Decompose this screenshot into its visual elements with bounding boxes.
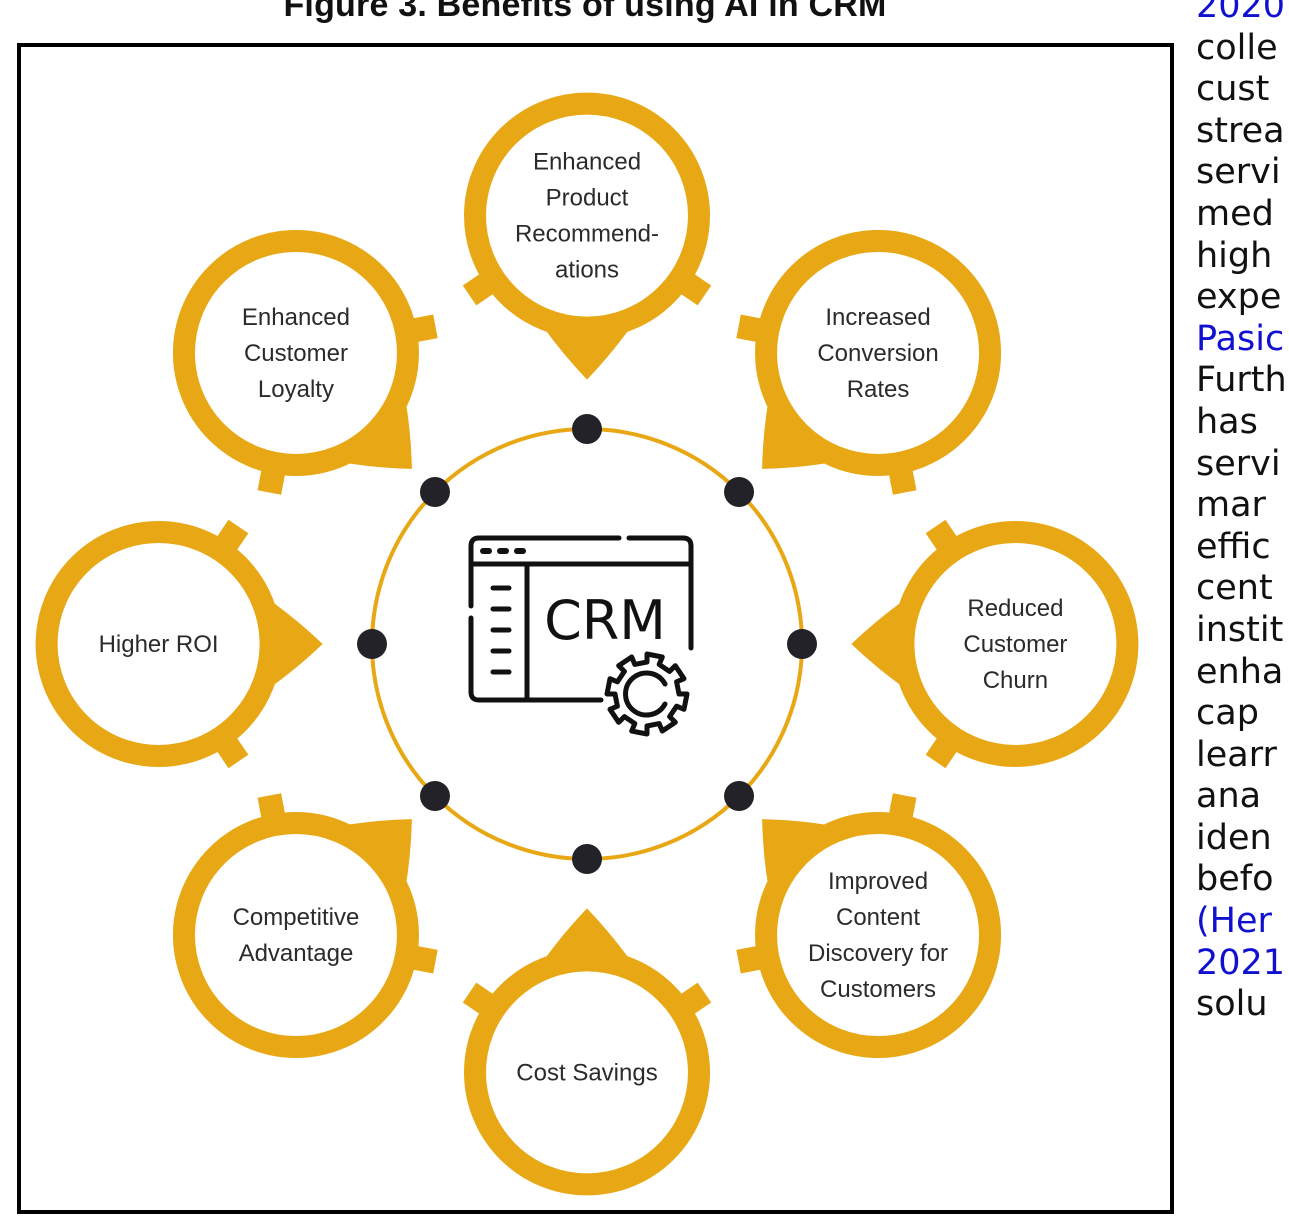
citation-link[interactable]: 2020	[1196, 0, 1286, 26]
benefit-label-line: Recommend-	[515, 221, 659, 248]
benefit-ring	[172, 229, 419, 476]
benefit-label: Higher ROI	[99, 631, 219, 658]
benefit-label-line: Improved	[828, 868, 928, 895]
benefit-ring	[35, 521, 282, 767]
body-text-line: learr	[1196, 734, 1277, 775]
benefit-node-cost-savings: Cost Savings	[462, 908, 712, 1196]
connector-dots	[357, 414, 817, 874]
benefit-ring	[172, 812, 419, 1059]
ring-dot	[787, 629, 817, 659]
benefit-label-line: Content	[836, 904, 920, 931]
benefit-ring	[755, 812, 1002, 1059]
benefit-label-line: Customer	[963, 631, 1067, 658]
body-text-line: servi	[1196, 443, 1281, 484]
benefit-node-higher-roi: Higher ROI	[35, 519, 323, 769]
benefit-label-line: Higher ROI	[99, 631, 219, 658]
benefit-label-line: Cost Savings	[516, 1059, 657, 1086]
benefit-ring	[755, 229, 1002, 476]
benefit-label-line: Increased	[825, 304, 930, 331]
benefit-label-line: Enhanced	[533, 149, 641, 176]
body-text-line: med	[1196, 193, 1274, 234]
benefit-label-line: Competitive	[233, 904, 360, 931]
citation-link[interactable]: 2021	[1196, 942, 1286, 983]
benefit-label-line: Enhanced	[242, 304, 350, 331]
crm-label: CRM	[544, 589, 666, 652]
benefit-ring	[464, 949, 710, 1196]
body-text-line: expe	[1196, 277, 1282, 318]
body-text-line: mar	[1196, 485, 1266, 526]
citation-link[interactable]: Pasic	[1196, 318, 1285, 359]
body-text-line: befo	[1196, 859, 1274, 900]
ring-dot	[572, 414, 602, 444]
benefit-label-line: Discovery for	[808, 940, 948, 967]
body-text-line: cust	[1196, 69, 1270, 110]
citation-link[interactable]: (Her	[1196, 901, 1272, 942]
body-text-line: strea	[1196, 110, 1285, 151]
body-text-line: colle	[1196, 27, 1278, 68]
benefit-label-line: Customer	[244, 340, 348, 367]
ring-dot	[724, 781, 755, 812]
body-text-line: iden	[1196, 817, 1272, 858]
gear-icon	[604, 651, 690, 737]
figure-title: Figure 3. Benefits of using AI in CRM	[283, 0, 887, 24]
benefit-ring	[464, 92, 710, 339]
benefit-label-line: Advantage	[239, 940, 354, 967]
ring-dot	[357, 629, 387, 659]
body-text-line: high	[1196, 235, 1273, 276]
body-text-line: solu	[1196, 984, 1268, 1025]
body-text-line: instit	[1196, 609, 1284, 650]
ring-dot	[572, 844, 602, 874]
benefit-label-line: Product	[546, 185, 629, 212]
benefit-label-line: Reduced	[967, 595, 1063, 622]
body-text-line: servi	[1196, 152, 1281, 193]
benefit-label: Cost Savings	[516, 1059, 657, 1086]
body-text-line: has	[1196, 401, 1258, 442]
ring-dot	[419, 781, 450, 812]
body-text-line: cap	[1196, 693, 1259, 734]
body-text-line: ana	[1196, 776, 1262, 817]
body-text-line: cent	[1196, 568, 1273, 609]
ring-dot	[724, 476, 755, 507]
ring-dot	[419, 476, 450, 507]
crm-window-gear-icon: CRM	[468, 535, 694, 737]
benefit-label-line: Rates	[847, 376, 910, 403]
benefit-label-line: Customers	[820, 976, 936, 1003]
body-text-line: Furth	[1196, 360, 1287, 401]
benefit-label-line: Loyalty	[258, 376, 334, 403]
benefit-label-line: ations	[555, 257, 619, 284]
benefit-label-line: Churn	[983, 667, 1048, 694]
benefit-ring	[892, 521, 1139, 767]
body-text-line: enha	[1196, 651, 1284, 692]
benefit-label-line: Conversion	[817, 340, 938, 367]
body-text-line: effic	[1196, 526, 1271, 567]
